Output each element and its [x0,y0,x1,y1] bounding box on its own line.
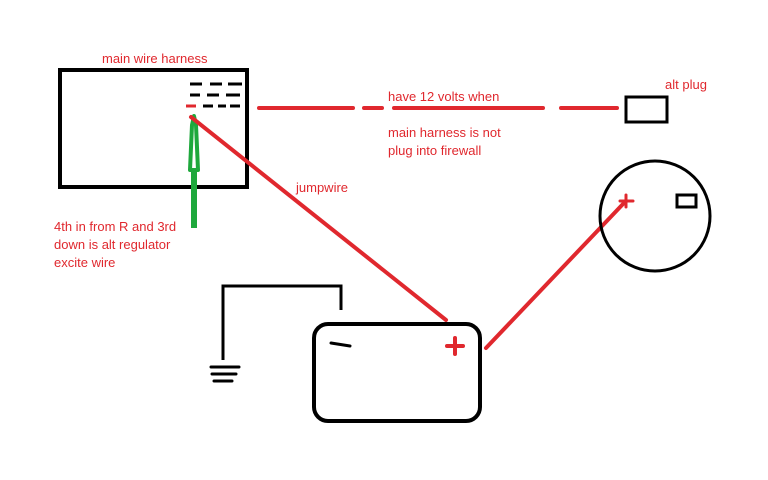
harness-box [58,68,249,189]
alternator-body [598,159,712,273]
jumpwire [189,115,448,322]
battery [312,322,482,423]
alt-plug [624,95,669,124]
excite-wire-arrow [188,114,200,228]
alt-plug-label: alt plug [665,77,707,92]
alternator [598,159,712,273]
harness-pins [190,82,242,108]
voltage-note-line-1: have 12 volts when [388,89,500,104]
main-wire-harness [58,68,249,189]
plus-icon [445,336,465,356]
ground-wire [221,284,343,360]
voltage-note-line-3: plug into firewall [388,143,482,158]
jumpwire-label: jumpwire [296,180,349,195]
excite-note-line-2: down is alt regulator [54,237,171,252]
excite-note-line-3: excite wire [54,255,116,270]
alternator-plug-socket [675,193,698,209]
voltage-note-line-2: main harness is not [388,125,501,140]
battery-to-alternator-wire [484,202,625,350]
ground-symbol-icon [209,365,241,383]
main-wire-harness-label: main wire harness [102,51,208,66]
battery-body [312,322,482,423]
minus-icon [329,341,352,348]
plus-icon [618,193,635,209]
excite-note-line-1: 4th in from R and 3rd [54,219,177,234]
